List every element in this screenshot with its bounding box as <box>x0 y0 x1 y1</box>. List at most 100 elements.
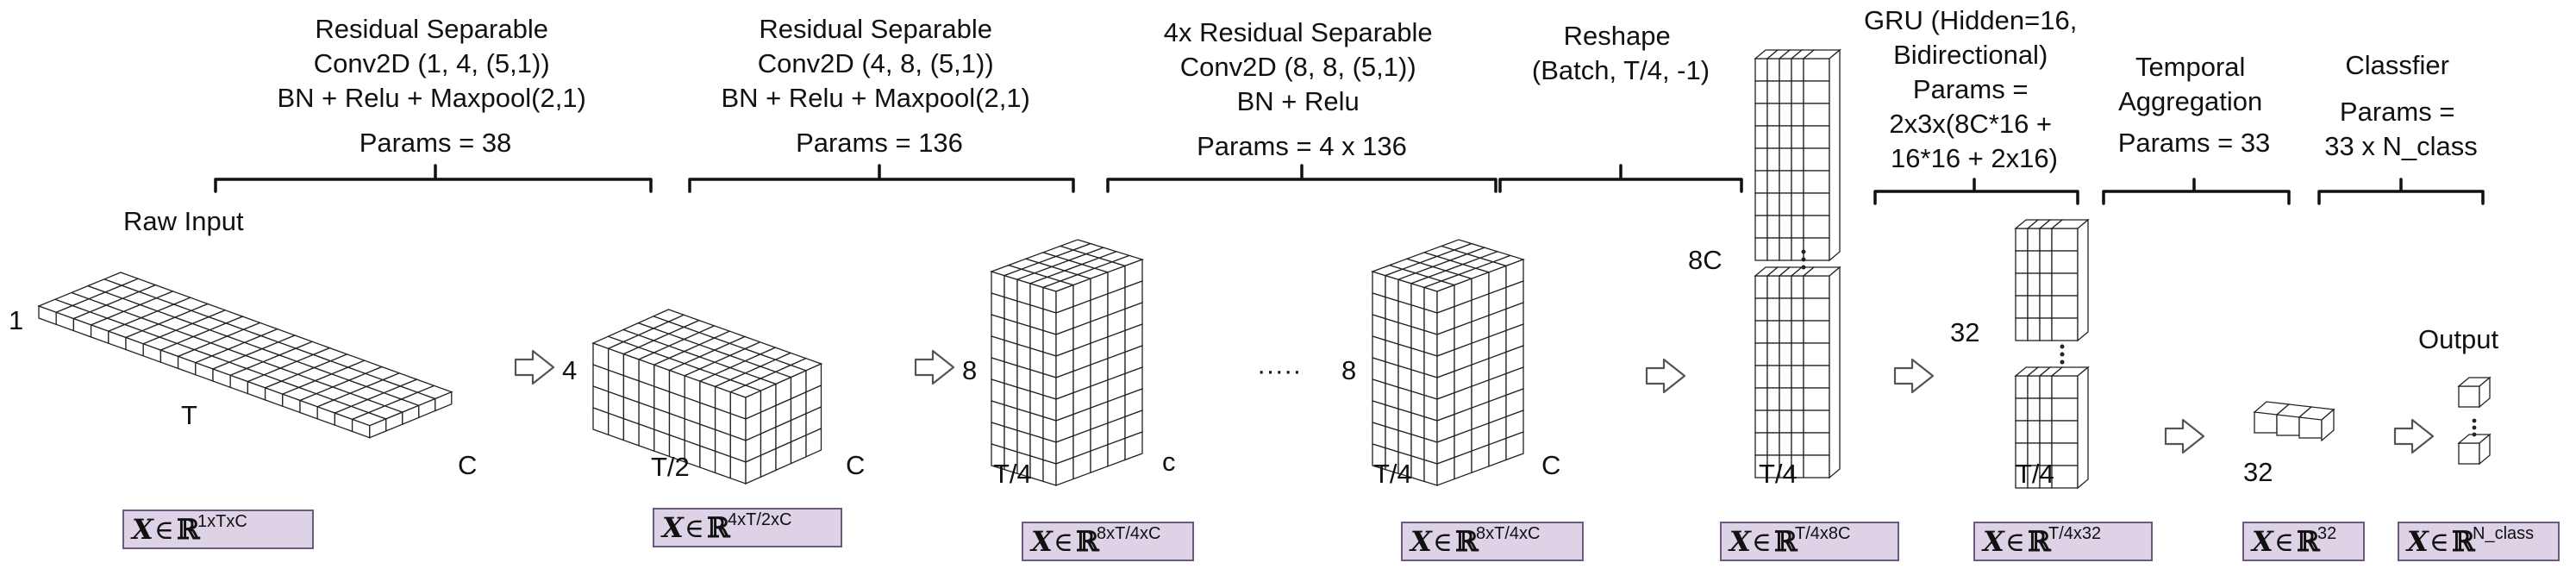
formula-dims: 1xTxC <box>197 512 247 531</box>
brace-stage-7 <box>2317 178 2485 205</box>
output-label: Output <box>2418 324 2498 354</box>
voxel-side <box>2479 433 2491 466</box>
voxel-side <box>2051 465 2079 489</box>
formula-element-of: ∈ <box>2274 527 2294 558</box>
voxel-face <box>1754 410 1768 434</box>
voxel-face <box>1766 275 1780 299</box>
output-cube-top <box>2457 376 2492 409</box>
voxel-face <box>608 412 625 441</box>
voxel-face <box>2027 317 2041 341</box>
brace-stage-3 <box>1106 164 1497 193</box>
voxel-face <box>1754 432 1768 456</box>
dot <box>1801 265 1806 270</box>
brace-stage-6 <box>2102 178 2291 205</box>
voxel-face <box>2039 272 2053 297</box>
voxel-face <box>2458 442 2480 465</box>
voxel-face <box>1791 275 1804 299</box>
formula-variable: X <box>1029 525 1054 558</box>
voxel-face <box>1791 237 1804 261</box>
voxel-face <box>1779 192 1792 216</box>
voxel-side <box>1124 431 1143 461</box>
voxel-face <box>1766 103 1780 127</box>
voxel-face <box>1779 275 1792 299</box>
formula-background <box>1401 522 1584 561</box>
formula-dims: 4xT/2xC <box>728 510 791 529</box>
formula-background <box>1022 522 1194 561</box>
voxel-face <box>1779 170 1792 194</box>
voxel-face <box>2015 375 2029 399</box>
voxel-face <box>1766 410 1780 434</box>
flow-arrows <box>514 349 2435 454</box>
temporal-aggregation-tensor <box>2253 401 2335 442</box>
voxel-face <box>2027 272 2041 297</box>
voxel-face <box>2015 317 2029 341</box>
voxel-face <box>2039 250 2053 274</box>
dim-label-c-2: C <box>846 450 865 480</box>
dim-label-c-1: C <box>458 450 477 480</box>
voxel-face <box>729 455 747 485</box>
voxel-face <box>1754 320 1768 344</box>
formula-dims: N_class <box>2473 524 2534 543</box>
arrow-right-icon <box>1893 358 1935 394</box>
voxel-face <box>2015 397 2029 422</box>
formula-real-set: ℝ <box>2452 525 2476 558</box>
stage-titles: Residual Separable Conv2D (1, 4, (5,1)) … <box>277 5 2477 173</box>
voxel-side <box>2051 272 2079 297</box>
voxel-side <box>1803 410 1830 434</box>
voxel-face <box>1754 275 1768 299</box>
output-cube-bottom <box>2457 433 2492 466</box>
formula-background <box>653 508 842 547</box>
formula-real-set: ℝ <box>2028 525 2052 558</box>
voxel-face <box>1791 432 1804 456</box>
voxel-face <box>1791 103 1804 127</box>
voxel-face <box>1779 103 1792 127</box>
voxel-face <box>1754 215 1768 239</box>
voxel-face <box>2254 411 2278 434</box>
voxel-face <box>1779 342 1792 366</box>
voxel-face <box>1779 80 1792 104</box>
formula-box: X∈ℝ32 <box>2242 522 2365 561</box>
formula-real-set: ℝ <box>1455 525 1479 558</box>
reshape-bottom-column <box>1754 266 1841 479</box>
voxel-side <box>2077 366 2089 490</box>
voxel-side <box>1803 432 1830 456</box>
voxel-face <box>1754 192 1768 216</box>
voxel-face <box>1754 125 1768 149</box>
dim-label-4: 4 <box>562 355 577 385</box>
voxel-face <box>1779 237 1792 261</box>
voxel-face <box>1779 365 1792 389</box>
arrow-right-icon <box>914 349 955 385</box>
formula-element-of: ∈ <box>1752 527 1772 558</box>
arrow-right-icon <box>1645 358 1686 394</box>
voxel-face <box>2027 375 2041 399</box>
raw-input-tensor <box>37 272 453 439</box>
voxel-face <box>1766 365 1780 389</box>
dim-label-t: T <box>181 400 197 430</box>
formula-dims: T/4x32 <box>2048 524 2101 543</box>
voxel-face <box>1791 365 1804 389</box>
dot <box>2472 418 2477 423</box>
voxel-face <box>2276 414 2300 436</box>
brace-stage-1 <box>214 164 653 193</box>
voxel-face <box>1423 459 1438 486</box>
voxel-face <box>1791 125 1804 149</box>
voxel-face <box>592 407 610 436</box>
formula-background <box>1720 522 1899 561</box>
voxel-face <box>1779 387 1792 411</box>
voxel-face <box>1766 215 1780 239</box>
voxel-face <box>2027 420 2041 444</box>
dim-label-t4-a: T/4 <box>993 459 1032 489</box>
voxel-side <box>2051 317 2079 341</box>
voxel-face <box>1766 80 1780 104</box>
voxel-face <box>1754 297 1768 322</box>
voxel-side <box>1803 297 1830 322</box>
formula-element-of: ∈ <box>154 515 174 546</box>
voxel-face <box>2039 295 2053 319</box>
voxel-face <box>699 445 716 474</box>
formula-real-set: ℝ <box>177 513 201 546</box>
formula-element-of: ∈ <box>2005 527 2025 558</box>
formula-element-of: ∈ <box>1054 527 1073 558</box>
dot <box>2472 425 2477 430</box>
